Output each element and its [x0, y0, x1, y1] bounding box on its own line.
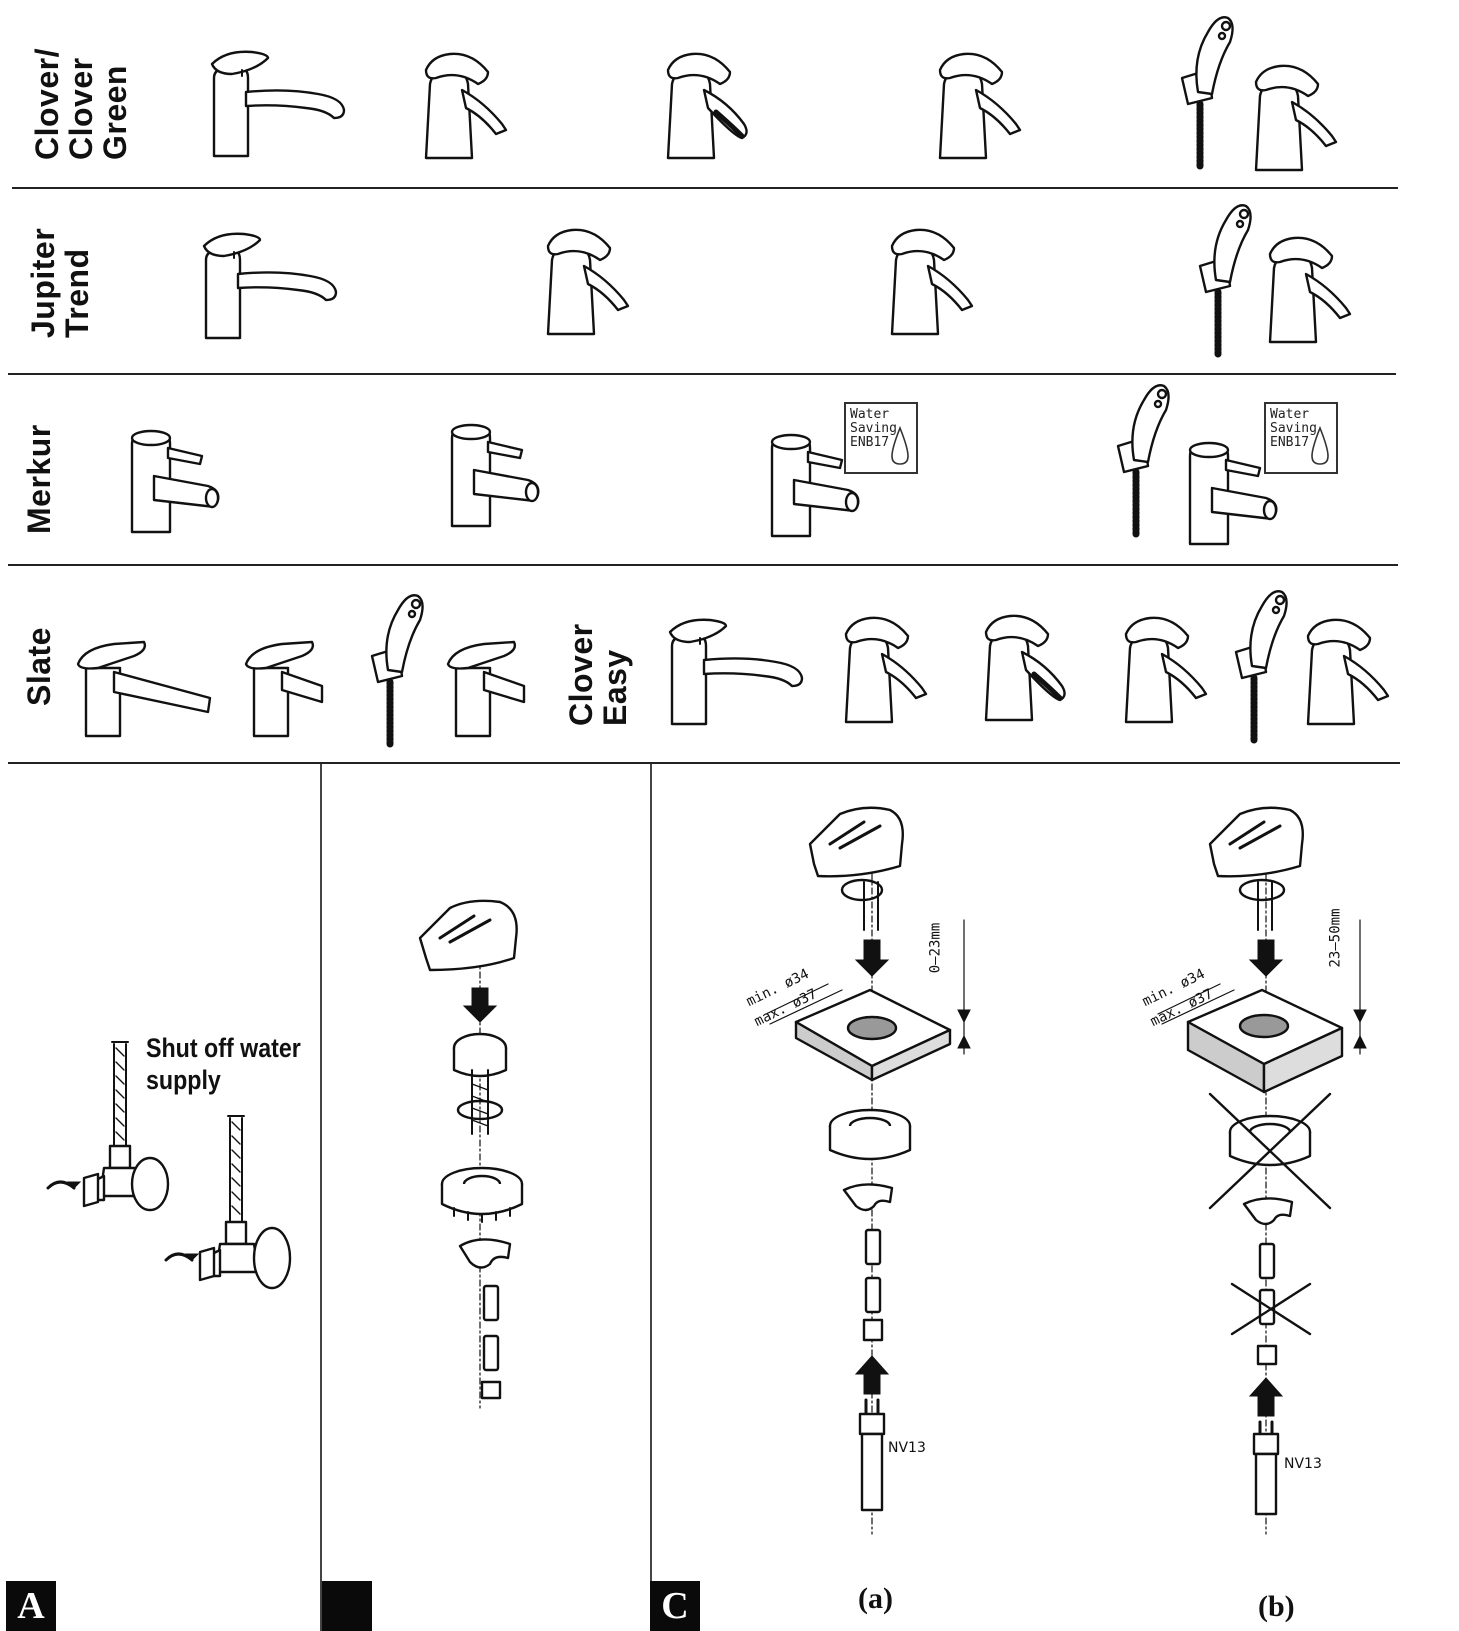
step-divider	[320, 764, 322, 1631]
basin-mixer-icon	[538, 226, 638, 336]
basin-mixer-icon	[444, 628, 534, 738]
row-label-slate: Slate	[21, 627, 57, 706]
basin-mixer-icon	[1246, 62, 1346, 172]
kitchen-mixer-icon	[206, 48, 356, 158]
hose-size-label: NV13	[1284, 1456, 1322, 1472]
step-a-marker: A	[6, 1581, 56, 1631]
variant-b-label: (b)	[1258, 1590, 1295, 1623]
row-divider	[8, 564, 1398, 566]
kitchen-mixer-icon	[664, 616, 814, 726]
basin-mixer-icon	[930, 50, 1030, 160]
hose-size-label: NV13	[888, 1440, 926, 1456]
basin-mixer-icon	[242, 628, 332, 738]
bidet-shower-set-icon	[368, 590, 428, 750]
basin-mixer-icon	[1116, 614, 1216, 724]
step-c-marker: C	[650, 1581, 700, 1631]
water-drop-icon	[1311, 426, 1329, 465]
water-drop-icon	[891, 426, 909, 465]
installation-diagram-variant-b	[1157, 806, 1367, 1535]
basin-mixer-open-spout-icon	[976, 612, 1076, 722]
thickness-range-label: 0–23mm	[927, 922, 944, 974]
row-label-merkur: Merkur	[21, 424, 57, 534]
basin-mixer-icon	[124, 424, 234, 534]
basin-mixer-icon	[836, 614, 936, 724]
step-divider	[650, 764, 652, 1631]
kitchen-mixer-icon	[198, 230, 348, 340]
row-divider	[8, 373, 1396, 375]
installation-diagram-variant-a	[765, 806, 971, 1535]
basin-mixer-icon	[1260, 234, 1360, 344]
basin-mixer-icon	[1298, 616, 1398, 726]
step-b-marker	[322, 1581, 372, 1631]
basin-mixer-icon	[416, 50, 516, 160]
shut-off-valve-icon	[46, 1041, 292, 1290]
row-divider	[12, 187, 1398, 189]
basin-mixer-icon	[882, 226, 982, 336]
row-divider	[8, 762, 1400, 764]
bidet-mixer-icon	[444, 418, 554, 528]
basin-mixer-open-spout-icon	[658, 50, 758, 160]
bidet-shower-set-icon	[1178, 12, 1238, 172]
kitchen-mixer-icon	[74, 628, 224, 738]
exploded-assembly-diagram	[418, 899, 524, 1409]
bidet-shower-set-icon	[1196, 200, 1256, 360]
thickness-range-label: 23–50mm	[1327, 908, 1344, 968]
bidet-shower-set-icon	[1114, 380, 1174, 540]
bidet-shower-set-icon	[1232, 586, 1292, 746]
variant-a-label: (a)	[858, 1582, 893, 1615]
